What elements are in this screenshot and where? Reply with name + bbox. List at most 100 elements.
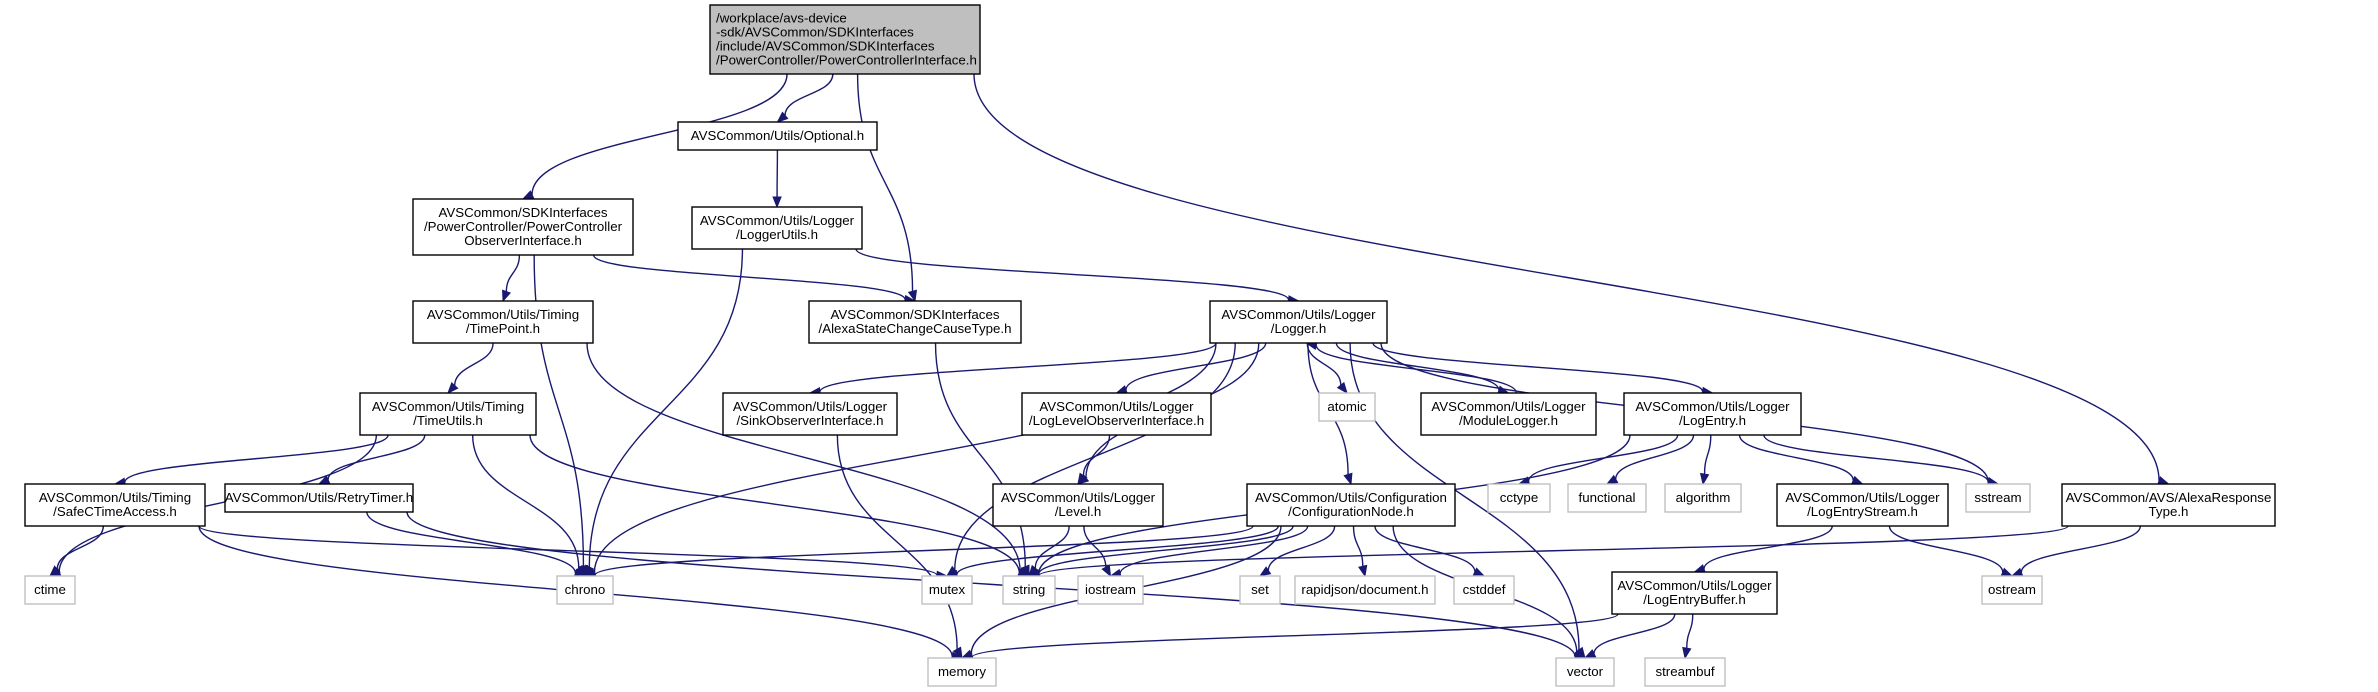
node-label: chrono: [565, 582, 606, 597]
edge-line: [1082, 434, 1111, 476]
edge-line: [856, 73, 914, 292]
edge-root-to-optional: [776, 73, 834, 123]
edge-timeutils-to-safectime: [113, 434, 389, 487]
arrowhead-icon: [1258, 566, 1272, 577]
node-logger[interactable]: AVSCommon/Utils/Logger/Logger.h: [1209, 300, 1388, 344]
edge-line: [56, 525, 104, 570]
node-label: rapidjson/document.h: [1301, 582, 1428, 597]
edge-line: [1738, 434, 1854, 481]
node-box: [1002, 575, 1056, 605]
node-box: [709, 4, 981, 75]
edges-layer: [48, 73, 2170, 663]
arrowhead-icon: [776, 111, 789, 123]
arrowhead-icon: [1605, 474, 1619, 485]
node-retrytimer[interactable]: AVSCommon/Utils/RetryTimer.h: [224, 483, 414, 513]
edge-line: [586, 342, 1021, 572]
node-timepoint[interactable]: AVSCommon/Utils/Timing/TimePoint.h: [412, 300, 594, 344]
node-label: AVSCommon/Utils/Optional.h: [691, 128, 864, 143]
node-label: AVSCommon/Utils/Logger: [700, 213, 855, 228]
node-logentry[interactable]: AVSCommon/Utils/Logger/LogEntry.h: [1623, 392, 1802, 436]
node-label: /TimeUtils.h: [413, 413, 483, 428]
node-label: AVSCommon/Utils/Timing: [372, 399, 524, 414]
node-box: [24, 575, 76, 605]
node-label: streambuf: [1655, 664, 1714, 679]
node-label: cctype: [1500, 490, 1538, 505]
edge-alexaresp-to-string: [1027, 525, 2069, 581]
node-loggerutils[interactable]: AVSCommon/Utils/Logger/LoggerUtils.h: [691, 206, 863, 250]
node-box: [1776, 483, 1949, 527]
node-sstream: sstream: [1965, 483, 2031, 513]
node-level[interactable]: AVSCommon/Utils/Logger/Level.h: [992, 483, 1164, 527]
edge-loglevelobs-to-level: [1077, 434, 1111, 486]
node-cctype: cctype: [1487, 483, 1551, 513]
node-label: memory: [938, 664, 986, 679]
node-box: [1611, 571, 1778, 615]
node-label: /include/AVSCommon/SDKInterfaces: [716, 39, 935, 54]
node-label: /TimePoint.h: [466, 321, 540, 336]
node-label: /Logger.h: [1271, 321, 1326, 336]
node-box: [1567, 483, 1647, 513]
node-box: [808, 300, 1022, 344]
node-atomic: atomic: [1318, 392, 1376, 422]
node-logentrybuffer[interactable]: AVSCommon/Utils/Logger/LogEntryBuffer.h: [1611, 571, 1778, 615]
node-safectime[interactable]: AVSCommon/Utils/Timing/SafeCTimeAccess.h: [24, 483, 206, 527]
edge-logentry-to-algorithm: [1699, 434, 1712, 486]
edge-line: [1703, 525, 1833, 570]
edge-line: [855, 248, 1290, 301]
arrowhead-icon: [1336, 381, 1348, 395]
node-box: [1239, 575, 1281, 605]
node-label: /Level.h: [1055, 504, 1102, 519]
edge-timeutils-to-retrytimer: [317, 434, 426, 485]
node-alexastate[interactable]: AVSCommon/SDKInterfaces/AlexaStateChange…: [808, 300, 1022, 344]
edge-line: [1034, 525, 1070, 569]
arrowhead-icon: [1573, 648, 1587, 659]
node-box: [1246, 483, 1456, 527]
edge-pcobs-to-timepoint: [502, 254, 521, 303]
edge-line: [453, 342, 494, 386]
edge-logentry-to-functional: [1605, 434, 1695, 485]
node-label: AVSCommon/Utils/Logger: [1431, 399, 1586, 414]
edge-line: [1335, 342, 1500, 391]
edge-line: [1083, 525, 1107, 568]
node-sinkobs[interactable]: AVSCommon/Utils/Logger/SinkObserverInter…: [722, 392, 898, 436]
node-label: /SinkObserverInterface.h: [736, 413, 883, 428]
arrowhead-icon: [502, 289, 511, 303]
node-label: AVSCommon/SDKInterfaces: [831, 307, 1000, 322]
edge-logentry-to-logentrystream: [1738, 434, 1864, 485]
node-label: AVSCommon/Utils/Logger: [1039, 399, 1194, 414]
edge-logentrybuffer-to-memory: [960, 613, 1619, 663]
edge-line: [1593, 613, 1676, 654]
arrowhead-icon: [907, 289, 918, 303]
edge-line: [593, 342, 1217, 573]
node-box: [412, 198, 634, 256]
node-logentrystream[interactable]: AVSCommon/Utils/Logger/LogEntryStream.h: [1776, 483, 1949, 527]
edge-line: [1038, 525, 2069, 577]
node-box: [1981, 575, 2043, 605]
arrowhead-icon: [1682, 646, 1692, 660]
node-timeutils[interactable]: AVSCommon/Utils/Timing/TimeUtils.h: [359, 392, 537, 436]
node-modulelogger[interactable]: AVSCommon/Utils/Logger/ModuleLogger.h: [1420, 392, 1597, 436]
node-root[interactable]: /workplace/avs-device-sdk/AVSCommon/SDKI…: [709, 4, 981, 75]
edge-line: [1119, 525, 1309, 574]
node-optional[interactable]: AVSCommon/Utils/Optional.h: [677, 121, 878, 151]
node-label: /LogEntryStream.h: [1807, 504, 1918, 519]
node-box: [1420, 392, 1597, 436]
node-ostream: ostream: [1981, 575, 2043, 605]
edge-confignode-to-string: [1027, 525, 1294, 579]
node-mutex: mutex: [921, 575, 973, 605]
edge-line: [198, 525, 938, 576]
node-label: ostream: [1988, 582, 2036, 597]
node-box: [1021, 392, 1212, 436]
node-label: vector: [1567, 664, 1604, 679]
node-pcobs[interactable]: AVSCommon/SDKInterfaces/PowerController/…: [412, 198, 634, 256]
node-box: [1555, 657, 1615, 687]
arrowhead-icon: [49, 565, 61, 577]
node-loglevelobs[interactable]: AVSCommon/Utils/Logger/LogLevelObserverI…: [1021, 392, 1212, 436]
node-streambuf: streambuf: [1644, 657, 1726, 687]
node-confignode[interactable]: AVSCommon/Utils/Configuration/Configurat…: [1246, 483, 1456, 527]
arrowhead-icon: [1358, 564, 1368, 578]
node-iostream: iostream: [1077, 575, 1144, 605]
node-memory: memory: [927, 657, 997, 687]
node-label: /ModuleLogger.h: [1459, 413, 1558, 428]
